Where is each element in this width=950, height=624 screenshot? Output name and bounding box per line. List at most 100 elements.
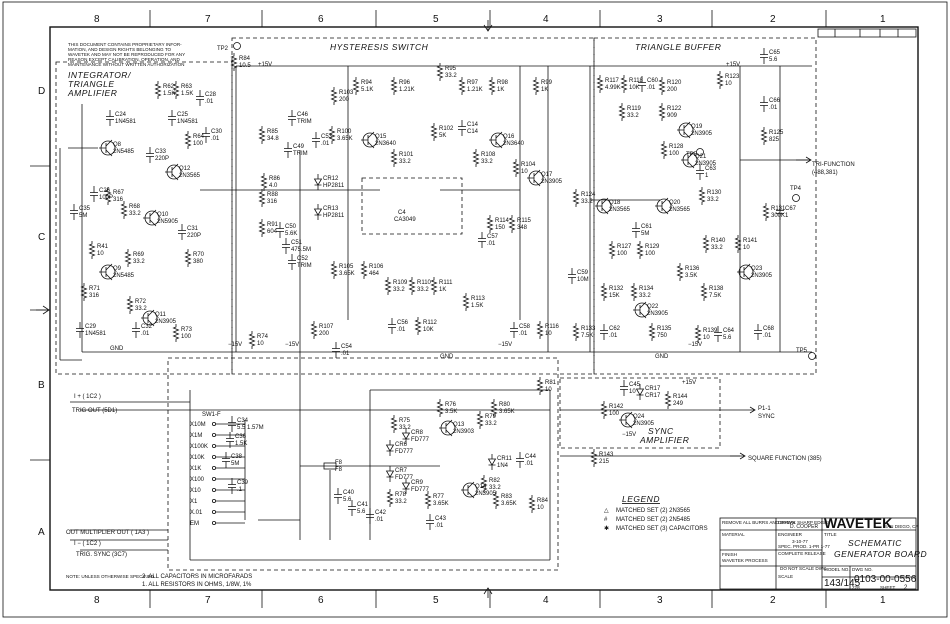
- zone-labels-side: D C B A: [38, 86, 45, 538]
- resistor-icon: [658, 103, 666, 121]
- component-value: 316: [267, 199, 278, 205]
- component-value: 1N4581: [115, 119, 137, 125]
- component-value: 10: [521, 169, 528, 175]
- capacitor-icon: [714, 326, 722, 342]
- component-ref: Q9: [113, 266, 122, 272]
- legend-title: LEGEND: [622, 494, 660, 504]
- component-value: 3.5K: [445, 409, 457, 415]
- tb-sheet-no: 2: [904, 585, 908, 591]
- component-ref: C43: [435, 516, 447, 522]
- section-title-integrator: TRIANGLE: [68, 79, 115, 89]
- component-value: TRIM: [297, 119, 312, 125]
- component-value: 316: [89, 293, 100, 299]
- resistor-icon: [488, 77, 496, 95]
- component-ref: C51: [291, 240, 303, 246]
- zone-label: 4: [543, 595, 549, 606]
- diode-icon: [635, 384, 645, 400]
- proprietary-notice: THIS DOCUMENT CONTAINS PROPRIETARY INFOR…: [68, 42, 185, 67]
- component-value: 100: [669, 151, 680, 157]
- signal-i-minus: I − ( 1C2 ): [74, 541, 101, 547]
- component-ref: C34: [237, 418, 249, 424]
- component-value: .01: [609, 333, 618, 339]
- legend-item: MATCHED SET (2) 2N3565: [616, 508, 691, 514]
- component-value: 33.2: [627, 113, 639, 119]
- component-ref: R136: [685, 266, 700, 272]
- component-ref: R81: [545, 380, 557, 386]
- resistor-icon: [124, 249, 132, 267]
- resistor-icon: [260, 173, 268, 191]
- signal-tri-function: TRI-FUNCTION: [812, 162, 855, 168]
- component-value: 5.6K: [285, 231, 297, 237]
- test-point-icon: [792, 194, 800, 202]
- capacitor-c44: C44.01: [516, 452, 537, 468]
- component-ref: C26: [99, 188, 111, 194]
- component-ref: C36: [235, 434, 247, 440]
- component-value: 15K: [609, 293, 620, 299]
- capacitor-icon: [568, 268, 576, 284]
- capacitor-c43: C43.01: [426, 514, 447, 530]
- component-value: 1: [705, 173, 709, 179]
- capacitor-icon: [222, 452, 230, 468]
- component-ref: R140: [711, 238, 726, 244]
- resistor-icon: [458, 77, 466, 95]
- component-ref: C67: [785, 206, 797, 212]
- component-value: 3.65K: [433, 501, 449, 507]
- component-ref: C66: [769, 98, 781, 104]
- resistor-icon: [600, 283, 608, 301]
- resistor-icon: [532, 77, 540, 95]
- component-value: 2N3905: [155, 319, 177, 325]
- resistor-icon: [172, 324, 180, 342]
- diode-icon: [313, 204, 323, 220]
- component-ref: C25: [177, 112, 189, 118]
- tb-label: DRAWN: [778, 520, 795, 525]
- switch-position-label: X100: [190, 477, 205, 483]
- ic-c4-box: [361, 177, 463, 235]
- component-ref: C60: [647, 78, 659, 84]
- component-value: 33.2: [581, 199, 593, 205]
- resistor-icon: [330, 261, 338, 279]
- component-value: 604: [267, 229, 278, 235]
- component-ref: R106: [369, 264, 384, 270]
- component-value: 316: [113, 197, 124, 203]
- capacitor-c54: C54.01: [332, 342, 353, 358]
- component-ref: C32: [141, 324, 153, 330]
- resistor-icon: [330, 87, 338, 105]
- component-ref: C59: [577, 270, 589, 276]
- component-value: 200: [667, 87, 678, 93]
- notes-heading: NOTE: UNLESS OTHERWISE SPECIFIED: [66, 574, 155, 579]
- component-value: 33.2: [129, 211, 141, 217]
- tb-label: DWG NO.: [852, 567, 873, 572]
- title-block: REMOVE ALL BURRS AND BREAK SHARP EDGES M…: [719, 515, 927, 591]
- component-ref: R71: [89, 286, 101, 292]
- component-value: 5M: [231, 461, 239, 467]
- component-value: 300K: [771, 213, 785, 219]
- rail-label: −15V: [498, 342, 512, 348]
- component-ref: R115: [517, 218, 532, 224]
- zone-label: 6: [318, 595, 324, 606]
- rail-label: −15V: [285, 342, 299, 348]
- component-value: 2N3905: [751, 273, 773, 279]
- section-title-sync-amplifier: SYNC: [648, 426, 674, 436]
- rail-label: −15V: [688, 342, 702, 348]
